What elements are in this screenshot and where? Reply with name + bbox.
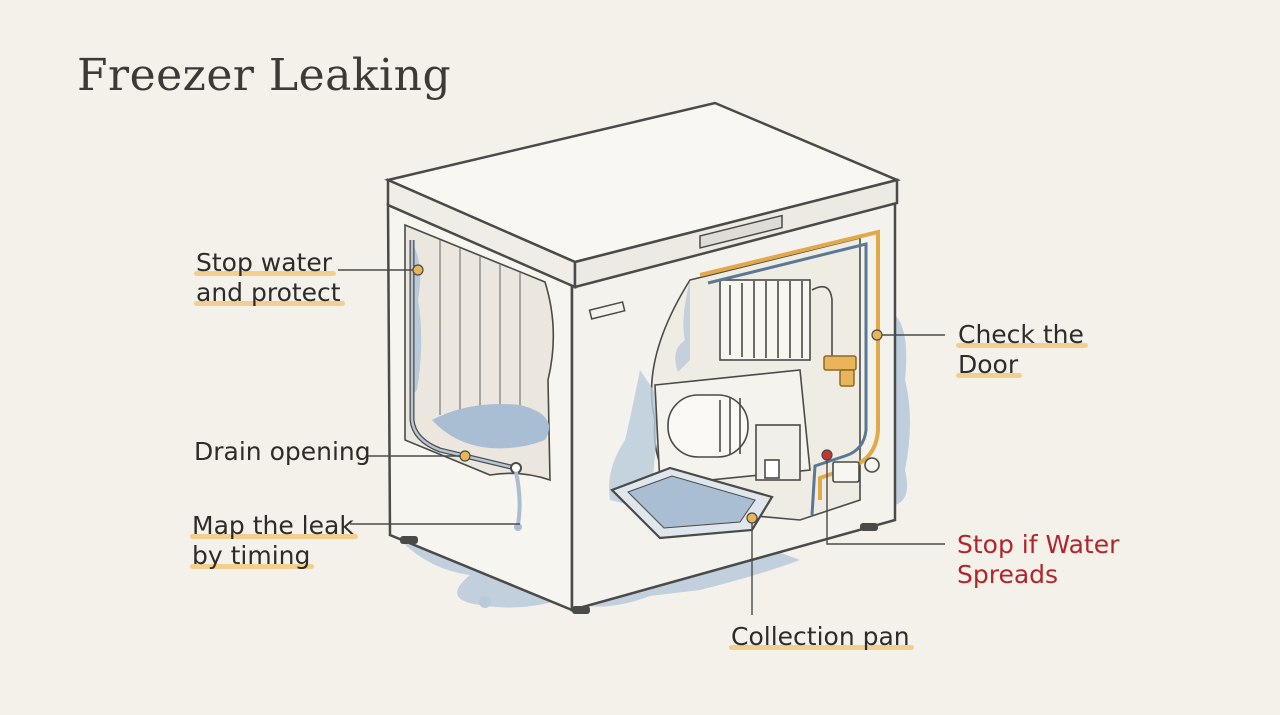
callout-markers [412, 264, 883, 524]
label-map-leak: Map the leak by timing [189, 511, 358, 571]
label-stop-spreads-line1: Stop if Water [957, 530, 1120, 559]
label-stop-water-line2: and protect [194, 278, 345, 307]
brass-valve [823, 355, 857, 387]
drip-stream [514, 471, 522, 526]
freezer-feet [400, 523, 878, 614]
label-stop-spreads: Stop if Water Spreads [957, 530, 1119, 590]
label-collection-pan-text: Collection pan [729, 622, 914, 651]
water-drop [479, 596, 491, 608]
drain-opening-mark [510, 462, 522, 474]
label-drain-opening: Drain opening [194, 437, 371, 467]
control-panel [832, 457, 880, 483]
page-title: Freezer Leaking [77, 50, 452, 101]
label-stop-spreads-line2: Spreads [957, 560, 1059, 589]
label-check-door-line2: Door [955, 350, 1023, 379]
label-check-door-line1: Check the [956, 320, 1088, 349]
lid-handle [699, 214, 783, 249]
label-map-leak-line2: by timing [189, 541, 315, 570]
label-map-leak-line1: Map the leak [190, 511, 358, 540]
label-stop-water-line1: Stop water [193, 248, 337, 277]
interior-ribs [439, 240, 521, 426]
warning-marker [821, 449, 833, 461]
fan-housing [654, 369, 811, 486]
front-vent [588, 301, 626, 320]
callout-lines [338, 269, 945, 615]
label-collection-pan: Collection pan [729, 622, 914, 652]
label-drain-opening-text: Drain opening [194, 437, 371, 466]
collection-pan-shape [610, 466, 774, 540]
label-stop-water: Stop water and protect [193, 248, 345, 308]
evaporator-coil [719, 279, 833, 370]
refrigerant-line [707, 242, 868, 516]
interior-water [432, 404, 550, 449]
label-check-door: Check the Door [955, 320, 1088, 380]
